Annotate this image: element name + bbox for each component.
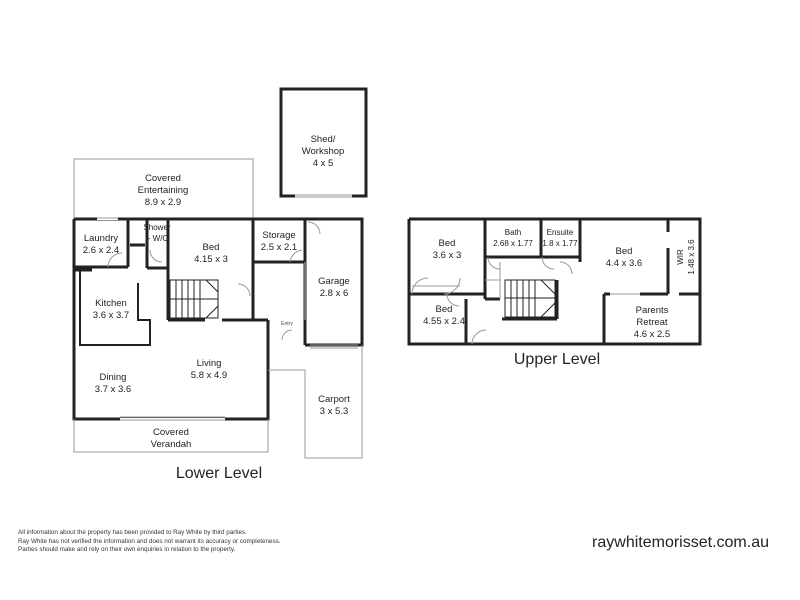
covered-entertaining-dims: 8.9 x 2.9 xyxy=(145,197,181,208)
disclaimer-line-2: Ray White has not verified the informati… xyxy=(18,537,281,545)
disclaimer-line-1: All information about the property has b… xyxy=(18,529,247,536)
upper-level-title: Upper Level xyxy=(514,351,600,368)
shed-label-line1: Shed/ xyxy=(311,134,336,145)
bed-upper-1-dims: 3.6 x 3 xyxy=(433,250,462,261)
upper-level-walls xyxy=(407,217,702,346)
dining-dims: 3.7 x 3.6 xyxy=(95,384,131,395)
bath-dims: 2.68 x 1.77 xyxy=(493,239,533,248)
parents-retreat-label-line2: Retreat xyxy=(636,317,668,328)
storage-dims: 2.5 x 2.1 xyxy=(261,242,297,253)
ensuite-dims: 1.8 x 1.77 xyxy=(542,239,578,248)
kitchen-dims: 3.6 x 3.7 xyxy=(93,310,129,321)
covered-entertaining-area: Covered Entertaining 8.9 x 2.9 xyxy=(73,158,254,219)
wir-dims: 1.48 x 3.6 xyxy=(687,239,696,275)
shed-dims: 4 x 5 xyxy=(313,158,334,169)
laundry-label: Laundry xyxy=(84,233,119,244)
disclaimer-line-3: Parties should make and rely on their ow… xyxy=(18,546,236,554)
living-label: Living xyxy=(197,358,222,369)
disclaimer: All information about the property has b… xyxy=(18,529,281,555)
bed-upper-2-dims: 4.4 x 3.6 xyxy=(606,258,642,269)
shed-label-line2: Workshop xyxy=(302,146,345,157)
shower-label: Shower xyxy=(143,223,170,232)
shower-label-line2: + W/C xyxy=(146,234,169,243)
lower-stairs xyxy=(169,279,219,319)
covered-verandah-label-line2: Verandah xyxy=(151,439,192,450)
parents-retreat-dims: 4.6 x 2.5 xyxy=(634,329,670,340)
covered-verandah-label: Covered xyxy=(153,427,189,438)
bed-upper-1-label: Bed xyxy=(439,238,456,249)
bed-lower-dims: 4.15 x 3 xyxy=(194,254,228,265)
shed-room: Shed/ Workshop 4 x 5 xyxy=(279,87,368,198)
garage-dims: 2.8 x 6 xyxy=(320,288,349,299)
bath-label: Bath xyxy=(505,228,521,237)
carport-area: Carport 3 x 5.3 xyxy=(268,345,363,459)
parents-retreat-label: Parents xyxy=(636,305,669,316)
carport-dims: 3 x 5.3 xyxy=(320,406,349,417)
upper-stairs xyxy=(504,279,556,318)
bed-upper-2-label: Bed xyxy=(616,246,633,257)
carport-label: Carport xyxy=(318,394,350,405)
garage-label: Garage xyxy=(318,276,350,287)
ensuite-label: Ensuite xyxy=(547,228,574,237)
upper-room-labels: Bed 3.6 x 3 Bath 2.68 x 1.77 Ensuite 1.8… xyxy=(423,228,696,340)
bed-upper-3-label: Bed xyxy=(436,304,453,315)
kitchen-label: Kitchen xyxy=(95,298,127,309)
covered-entertaining-label-line2: Entertaining xyxy=(138,185,189,196)
covered-verandah-area: Covered Verandah xyxy=(73,419,269,453)
laundry-dims: 2.6 x 2.4 xyxy=(83,245,119,256)
website-url: raywhitemorisset.com.au xyxy=(592,534,769,551)
lower-level-doors xyxy=(97,217,358,421)
lower-level-title: Lower Level xyxy=(176,465,262,482)
bed-lower-label: Bed xyxy=(203,242,220,253)
bed-upper-3-dims: 4.55 x 2.4 xyxy=(423,316,465,327)
lower-room-labels: Laundry 2.6 x 2.4 Shower + W/C Bed 4.15 … xyxy=(83,223,350,395)
entry-label: Entry xyxy=(281,321,293,327)
upper-level-doors xyxy=(411,232,670,345)
wir-label: WIR xyxy=(676,249,685,265)
covered-entertaining-label: Covered xyxy=(145,173,181,184)
storage-label: Storage xyxy=(262,230,295,241)
dining-label: Dining xyxy=(100,372,127,383)
living-dims: 5.8 x 4.9 xyxy=(191,370,227,381)
